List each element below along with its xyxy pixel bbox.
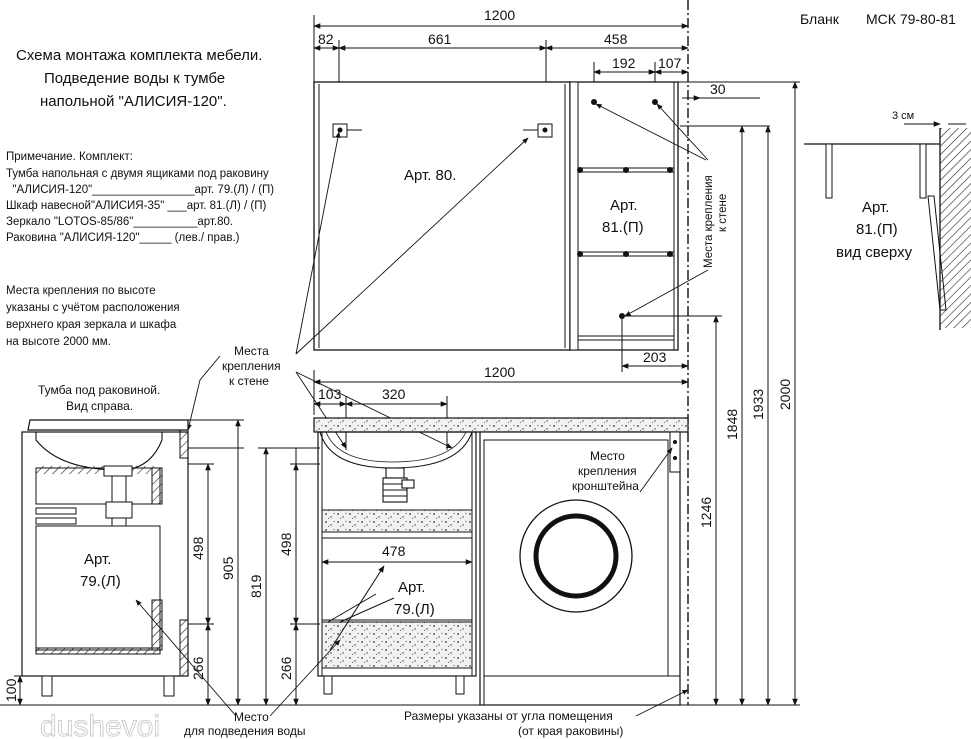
- sink: [319, 431, 473, 503]
- dim-478: 478: [382, 543, 406, 559]
- sizes-line-1: Размеры указаны от угла помещения: [404, 709, 613, 723]
- bracket-leader: [639, 447, 673, 493]
- water-supply-leaders: [135, 599, 341, 717]
- wall-mount-leaders-right: [595, 103, 709, 317]
- wall-mount-label-center: Места крепления к стене: [222, 344, 281, 388]
- note-line-5: Раковина "АЛИСИЯ-120"_____ (лев./ прав.): [6, 232, 240, 244]
- dim-100-side: 100: [3, 678, 19, 702]
- wall-mount-line-2: крепления: [222, 359, 281, 373]
- wall-cabinet: Арт. 81.(П): [569, 81, 722, 351]
- bracket-label: Место крепления кронштейна: [572, 449, 639, 493]
- dim-192: 192: [612, 55, 636, 71]
- dim-82: 82: [318, 31, 334, 47]
- sizes-line-2: (от края раковины): [518, 724, 623, 738]
- note-line-4: Зеркало "LOTOS-85/86"__________арт.80.: [6, 216, 233, 228]
- wall-mount-line-3: к стене: [229, 374, 269, 388]
- cabinet-label-1: Арт.: [610, 197, 637, 214]
- dim-103: 103: [318, 386, 342, 402]
- form-label: Бланк: [800, 11, 840, 27]
- dim-3cm: 3 см: [892, 110, 914, 122]
- dim-320: 320: [382, 386, 406, 402]
- water-line-2: для подведения воды: [184, 724, 306, 738]
- dim-107: 107: [658, 55, 682, 71]
- right-vertical-labels: 2000 1933 1848 1246: [698, 379, 793, 528]
- mirror: Арт. 80.: [313, 81, 571, 351]
- dim-203: 203: [643, 349, 667, 365]
- top-view-label-1: Арт.: [862, 199, 889, 216]
- washing-machine: [479, 431, 681, 706]
- counter-dimension-labels: 1200 103 320: [318, 364, 515, 402]
- dim-1200-counter: 1200: [484, 364, 515, 380]
- side-view-dimensions: [14, 419, 244, 706]
- side-view-art-label: Арт. 79.(Л): [80, 551, 121, 590]
- dim-266-front: 266: [278, 656, 294, 680]
- dim-1246: 1246: [698, 497, 714, 528]
- title-line-3: напольной "АЛИСИЯ-120".: [40, 93, 227, 110]
- note-line-3: Шкаф навесной"АЛИСИЯ-35" ___арт. 81.(Л) …: [6, 200, 266, 212]
- mount-note-line-4: на высоте 2000 мм.: [6, 336, 111, 348]
- front-left-dimensions: [200, 447, 320, 706]
- wall-mount-leaders-center: [186, 131, 529, 449]
- side-art-1: Арт.: [84, 551, 111, 568]
- water-supply-label: Место для подведения воды: [184, 710, 306, 738]
- form-code: МСК 79-80-81: [866, 11, 956, 27]
- note-heading: Примечание. Комплект:: [6, 151, 133, 163]
- side-caption-1: Тумба под раковиной.: [38, 383, 160, 397]
- sizes-note-leader: [635, 689, 689, 717]
- dim-498-front: 498: [278, 532, 294, 556]
- vanity-label-2: 79.(Л): [394, 601, 435, 618]
- wall-mount-vertical-label: Места крепления к стене: [703, 175, 729, 268]
- mount-note-line-2: указаны с учётом расположения: [6, 302, 180, 314]
- title-line-1: Схема монтажа комплекта мебели.: [16, 47, 262, 64]
- wall-mount-line-1: Места: [234, 344, 269, 358]
- title-line-2: Подведение воды к тумбе: [44, 70, 225, 87]
- mount-height-note: Места крепления по высоте указаны с учёт…: [6, 285, 180, 348]
- dim-203-group: [621, 318, 689, 372]
- dim-661: 661: [428, 31, 452, 47]
- front-left-dim-labels: 819 498 266: [248, 532, 294, 680]
- dim-478-group: [321, 559, 473, 651]
- mount-note-line-1: Места крепления по высоте: [6, 285, 156, 297]
- dim-905-side: 905: [220, 556, 236, 580]
- wall-mount-vertical-2: к стене: [717, 194, 729, 232]
- note-line-2: "АЛИСИЯ-120"________________арт. 79.(Л) …: [6, 184, 274, 196]
- dim-266-side: 266: [190, 656, 206, 680]
- side-view-dim-labels: 498 266 905 100: [3, 536, 236, 702]
- vanity-front: Арт. 79.(Л): [317, 431, 480, 706]
- bracket-line-1: Место: [590, 449, 625, 463]
- mirror-label: Арт. 80.: [404, 167, 456, 184]
- mount-note-line-3: верхнего края зеркала и шкафа: [6, 319, 177, 331]
- page-title: Схема монтажа комплекта мебели. Подведен…: [16, 47, 262, 110]
- dim-458: 458: [604, 31, 628, 47]
- dim-498-side: 498: [190, 536, 206, 560]
- sizes-note: Размеры указаны от угла помещения (от кр…: [404, 709, 623, 738]
- kit-note: Примечание. Комплект: Тумба напольная с …: [6, 151, 274, 244]
- top-view-label-2: 81.(П): [856, 221, 898, 238]
- side-view-caption: Тумба под раковиной. Вид справа.: [38, 383, 160, 413]
- watermark: dushevoi: [40, 710, 160, 739]
- dim-819: 819: [248, 574, 264, 598]
- dim-1933: 1933: [750, 389, 766, 420]
- right-vertical-dimensions: [672, 81, 800, 706]
- side-caption-2: Вид справа.: [66, 399, 133, 413]
- top-dimension-labels: 1200 82 661 458 192 107 30: [318, 7, 726, 97]
- cabinet-label-2: 81.(П): [602, 219, 644, 236]
- vanity-label-1: Арт.: [398, 579, 425, 596]
- wall-mount-vertical-1: Места крепления: [703, 175, 715, 268]
- dim-30: 30: [710, 81, 726, 97]
- water-line-1: Место: [234, 710, 269, 724]
- dim-1848: 1848: [724, 409, 740, 440]
- top-view-label: Арт. 81.(П) вид сверху: [836, 199, 913, 261]
- top-view-label-3: вид сверху: [836, 244, 913, 261]
- dim-2000: 2000: [777, 379, 793, 410]
- bracket-line-3: кронштейна: [572, 479, 639, 493]
- note-line-1: Тумба напольная с двумя ящиками под рако…: [6, 168, 269, 180]
- top-view: [804, 121, 971, 330]
- countertop: [313, 417, 689, 433]
- bracket-line-2: крепления: [578, 464, 637, 478]
- counter-dimensions: [313, 370, 689, 450]
- dim-1200-top: 1200: [484, 7, 515, 23]
- side-art-2: 79.(Л): [80, 573, 121, 590]
